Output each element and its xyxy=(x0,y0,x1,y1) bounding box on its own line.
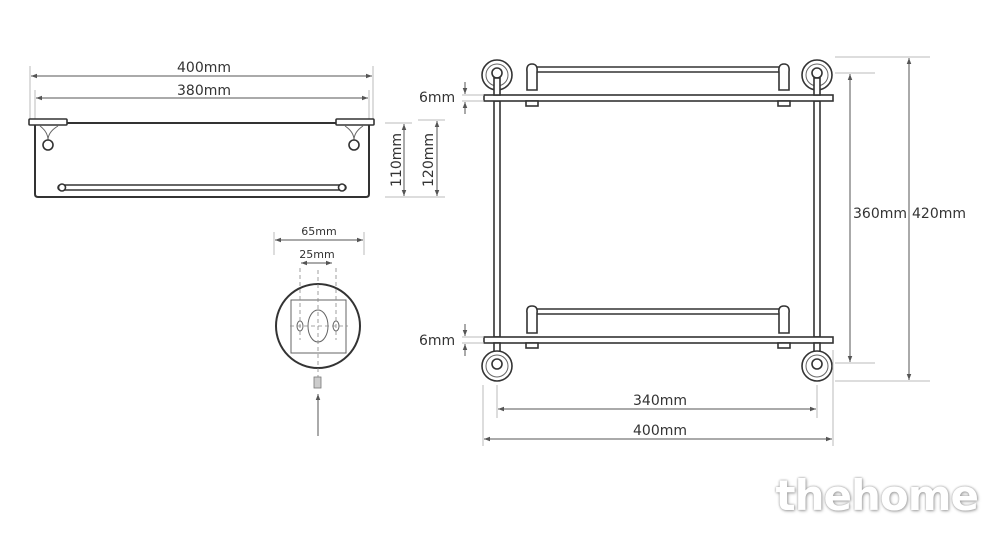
shelf-assembly xyxy=(481,59,834,382)
dim-label-25: 25mm xyxy=(299,248,334,261)
dim-label-110: 110mm xyxy=(389,133,405,187)
dim-label-65: 65mm xyxy=(301,225,336,238)
watermark-logo: thehome xyxy=(775,471,979,520)
dim-label-340: 340mm xyxy=(633,393,687,409)
dim-label-120: 120mm xyxy=(421,133,437,187)
rosette-bottom-right xyxy=(801,342,833,382)
top-view: 6mm 6mm 360mm 420mm 340mm 400mm xyxy=(419,56,966,446)
mount-detail: 65mm 25mm xyxy=(273,225,365,436)
dim-label-400: 400mm xyxy=(177,60,231,76)
dim-label-6mm-bottom: 6mm xyxy=(419,333,455,349)
dim-label-6mm-top: 6mm xyxy=(419,90,455,106)
dim-label-360: 360mm xyxy=(853,206,907,222)
dim-label-420: 420mm xyxy=(912,206,966,222)
rosette-bottom-left xyxy=(481,342,513,382)
front-view: 400mm 380mm 110mm 120mm xyxy=(28,60,445,198)
rosette-top-right xyxy=(801,59,833,96)
dim-label-380: 380mm xyxy=(177,83,231,99)
rosette-top-left xyxy=(481,59,513,96)
shelf-front xyxy=(28,118,375,198)
dim-label-400-bottom: 400mm xyxy=(633,423,687,439)
